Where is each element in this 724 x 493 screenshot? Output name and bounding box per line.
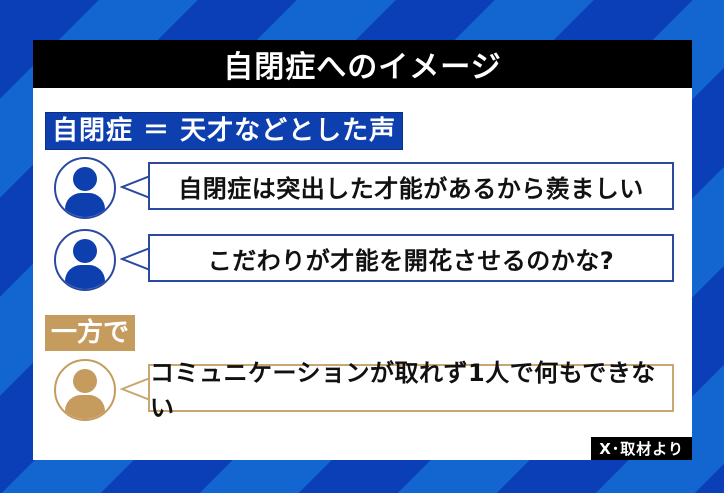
slide-title: 自閉症へのイメージ [33,40,692,88]
person-icon [54,359,116,421]
slide-panel: 自閉症へのイメージ 自閉症 ＝ 天才などとした声 自閉症は突出した才能があるから… [33,40,692,460]
speech-bubble: こだわりが才能を開花させるのかな? [148,234,674,282]
comment-row: コミュニケーションが取れず1人で何もできない [50,359,680,422]
speech-tail-icon [120,377,150,401]
speech-bubble: 自閉症は突出した才能があるから羨ましい [148,162,674,210]
source-credit: X･取材より [591,437,692,460]
speech-tail-icon [120,175,150,199]
comment-row: こだわりが才能を開花させるのかな? [50,229,680,291]
speech-tail-icon [120,247,150,271]
speech-bubble: コミュニケーションが取れず1人で何もできない [148,359,674,422]
section-label-talent: 自閉症 ＝ 天才などとした声 [45,112,404,150]
person-icon [54,157,116,219]
person-icon [54,229,116,291]
comment-row: 自閉症は突出した才能があるから羨ましい [50,157,680,219]
section-label-however: 一方で [45,315,136,351]
